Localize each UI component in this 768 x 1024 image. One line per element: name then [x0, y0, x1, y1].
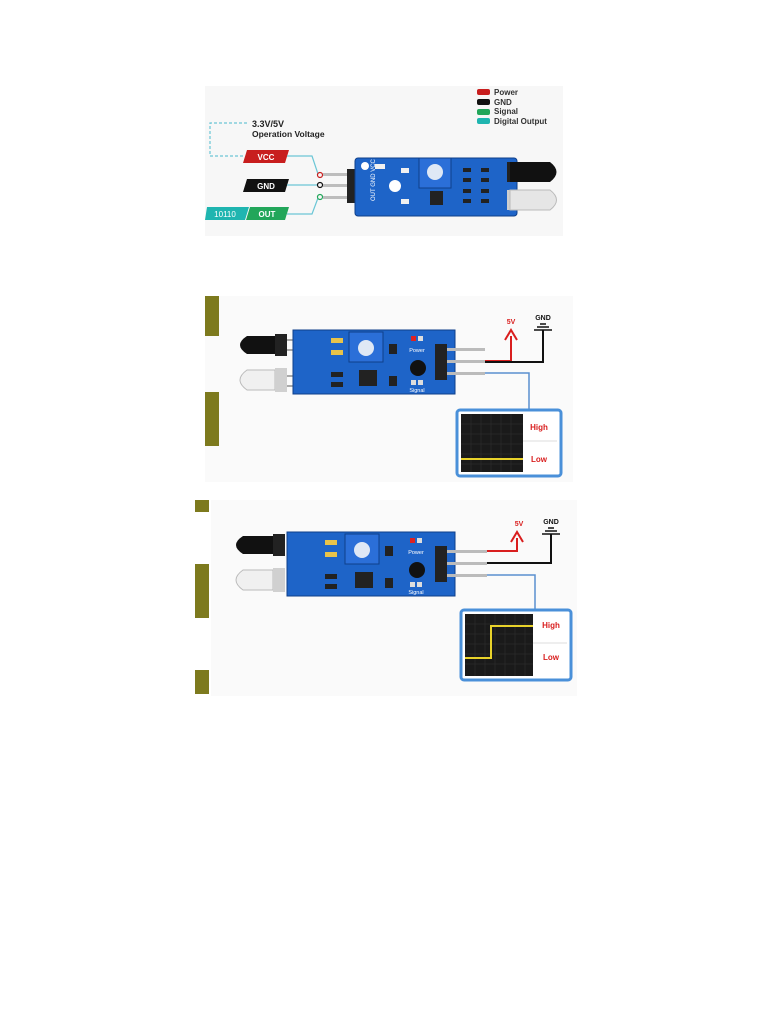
scope-low-label: Low — [531, 455, 548, 464]
accent-bar — [195, 670, 209, 694]
legend: Power GND Signal Digital Output — [477, 88, 547, 126]
signal-led-label: Signal — [409, 388, 424, 394]
pin-vcc: VCC — [243, 150, 289, 163]
legend-gnd: GND — [494, 98, 512, 107]
legend-signal: Signal — [494, 107, 518, 116]
ground-label: GND — [535, 315, 551, 322]
legend-power: Power — [494, 88, 518, 97]
accent-bar — [205, 296, 219, 336]
svg-text:OUT: OUT — [259, 210, 276, 219]
pinout-diagram: Power GND Signal Digital Output 3.3V/5V … — [205, 86, 563, 236]
accent-bar — [195, 564, 209, 618]
svg-text:VCC: VCC — [258, 153, 275, 162]
svg-text:10110: 10110 — [214, 210, 236, 219]
power-led-label: Power — [409, 348, 425, 354]
ir-sensor-board: Power Signal — [286, 531, 456, 597]
scope-low-label: Low — [543, 653, 560, 662]
accent-bar — [195, 500, 209, 512]
ir-sensor-board: Power Signal — [292, 329, 456, 395]
signal-led-label: Signal — [408, 590, 423, 596]
voltage-sublabel: Operation Voltage — [252, 129, 325, 139]
svg-text:GND: GND — [257, 182, 275, 191]
digital-output-tag: 10110 — [205, 207, 249, 220]
oscilloscope-display: High Low — [459, 608, 573, 682]
oscilloscope-display: High Low — [455, 408, 563, 478]
pin-gnd: GND — [243, 179, 289, 192]
supply-label: 5V — [515, 521, 524, 528]
sensor-low-output-diagram: Power Signal 5V GND — [205, 296, 573, 482]
scope-high-label: High — [530, 423, 548, 432]
scope-high-label: High — [542, 621, 560, 630]
pin-out: OUT — [246, 207, 289, 220]
power-led-label: Power — [408, 550, 424, 556]
voltage-label: 3.3V/5V — [252, 119, 284, 129]
board-pin-labels: OUT GND VCC — [371, 158, 377, 201]
ground-label: GND — [543, 519, 559, 526]
legend-digital-output: Digital Output — [494, 117, 547, 126]
ir-sensor-board: OUT GND VCC — [354, 157, 518, 217]
supply-label: 5V — [507, 319, 516, 326]
accent-bar — [205, 392, 219, 446]
sensor-high-output-diagram: Power Signal 5V GND — [195, 500, 577, 696]
